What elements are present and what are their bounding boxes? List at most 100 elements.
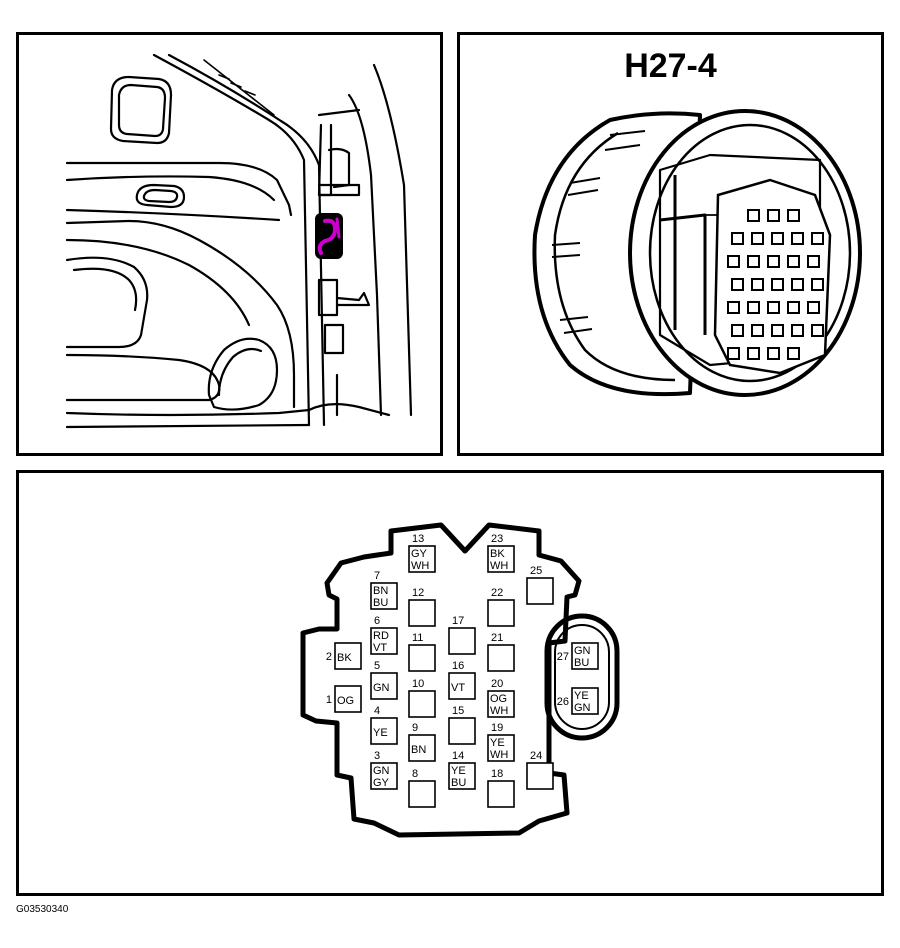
terminal-cavity	[811, 232, 824, 245]
terminal-cavity	[767, 347, 780, 360]
pin-cavity	[334, 642, 362, 670]
terminal-cavity	[811, 324, 824, 337]
pin-number: 14	[452, 750, 464, 762]
terminal-cavity	[767, 255, 780, 268]
pin-21: 21	[487, 632, 515, 672]
pin-10: 10	[408, 678, 436, 718]
terminal-cavity	[731, 278, 744, 291]
wire-color-label: WH	[411, 560, 429, 572]
pin-number: 7	[374, 570, 380, 582]
pin-number: 3	[374, 750, 380, 762]
wire-color-label: BU	[574, 657, 589, 669]
connector-outline	[300, 522, 582, 838]
terminal-cavity	[731, 232, 744, 245]
pin-8: 8	[408, 768, 436, 808]
terminal-cavity	[771, 278, 784, 291]
terminal-cavity	[791, 232, 804, 245]
pin-cavity	[370, 582, 398, 610]
pin-number: 25	[530, 565, 542, 577]
terminal-cavity	[771, 324, 784, 337]
wire-color-label: VT	[451, 682, 465, 694]
pin-number: 6	[374, 615, 380, 627]
pin-15: 15	[448, 705, 476, 745]
wire-color-label: BN	[411, 744, 426, 756]
terminal-cavity	[731, 324, 744, 337]
connector-side-capsule	[544, 613, 620, 741]
terminal-cavity	[787, 301, 800, 314]
wire-color-label: WH	[490, 560, 508, 572]
wire-color-label: RD	[373, 630, 389, 642]
pin-number: 1	[326, 694, 332, 706]
pin-number: 17	[452, 615, 464, 627]
terminal-face	[713, 178, 832, 375]
terminal-cavity	[791, 324, 804, 337]
pin-25: 25	[526, 565, 554, 605]
connector-view-panel: H27-4	[457, 32, 884, 456]
pin-number: 16	[452, 660, 464, 672]
terminal-cavity	[807, 255, 820, 268]
terminal-cavity	[771, 232, 784, 245]
pin-cavity	[571, 687, 599, 715]
pin-cavity	[448, 717, 476, 745]
pin-cavity	[370, 762, 398, 790]
connector-title: H27-4	[624, 47, 717, 85]
pin-cavity	[370, 717, 398, 745]
pin-cavity	[487, 690, 515, 718]
pin-number: 24	[530, 750, 542, 762]
connector-3d-illustration	[532, 109, 862, 397]
pin-cavity	[370, 627, 398, 655]
pin-24: 24	[526, 750, 554, 790]
wire-color-label: GN	[373, 765, 390, 777]
wire-color-label: YE	[574, 690, 589, 702]
pin-4: 4YE	[370, 705, 398, 745]
pin-cavity	[408, 644, 436, 672]
pin-cavity	[571, 642, 599, 670]
wire-color-label: GN	[574, 702, 591, 714]
pin-11: 11	[408, 632, 436, 672]
terminal-cavity	[751, 232, 764, 245]
wire-color-label: YE	[490, 737, 505, 749]
terminal-cavity	[751, 278, 764, 291]
vehicle-door-area-illustration	[65, 53, 413, 429]
terminal-cavity	[727, 255, 740, 268]
terminal-cavity	[747, 301, 760, 314]
terminal-cavity	[787, 347, 800, 360]
terminal-cavity	[787, 255, 800, 268]
terminal-cavity	[727, 347, 740, 360]
pin-number: 4	[374, 705, 380, 717]
terminal-cavity	[727, 301, 740, 314]
pin-number: 9	[412, 722, 418, 734]
terminal-cavity	[747, 209, 760, 222]
pin-number: 15	[452, 705, 464, 717]
wire-color-label: VT	[373, 642, 387, 654]
terminal-cavity	[751, 324, 764, 337]
wire-color-label: YE	[373, 727, 388, 739]
pin-18: 18	[487, 768, 515, 808]
location-view-panel	[16, 32, 443, 456]
pin-12: 12	[408, 587, 436, 627]
wire-color-label: GN	[373, 682, 390, 694]
wire-color-label: BN	[373, 585, 388, 597]
wire-color-label: GY	[411, 548, 428, 560]
pin-cavity	[370, 672, 398, 700]
pin-number: 21	[491, 632, 503, 644]
pin-number: 2	[326, 651, 332, 663]
wire-color-label: WH	[490, 749, 508, 761]
pin-number: 19	[491, 722, 503, 734]
terminal-cavity	[811, 278, 824, 291]
pin-cavity	[408, 780, 436, 808]
pin-cavity	[487, 599, 515, 627]
terminal-cavity	[791, 278, 804, 291]
pin-number: 18	[491, 768, 503, 780]
wire-color-label: BK	[490, 548, 505, 560]
